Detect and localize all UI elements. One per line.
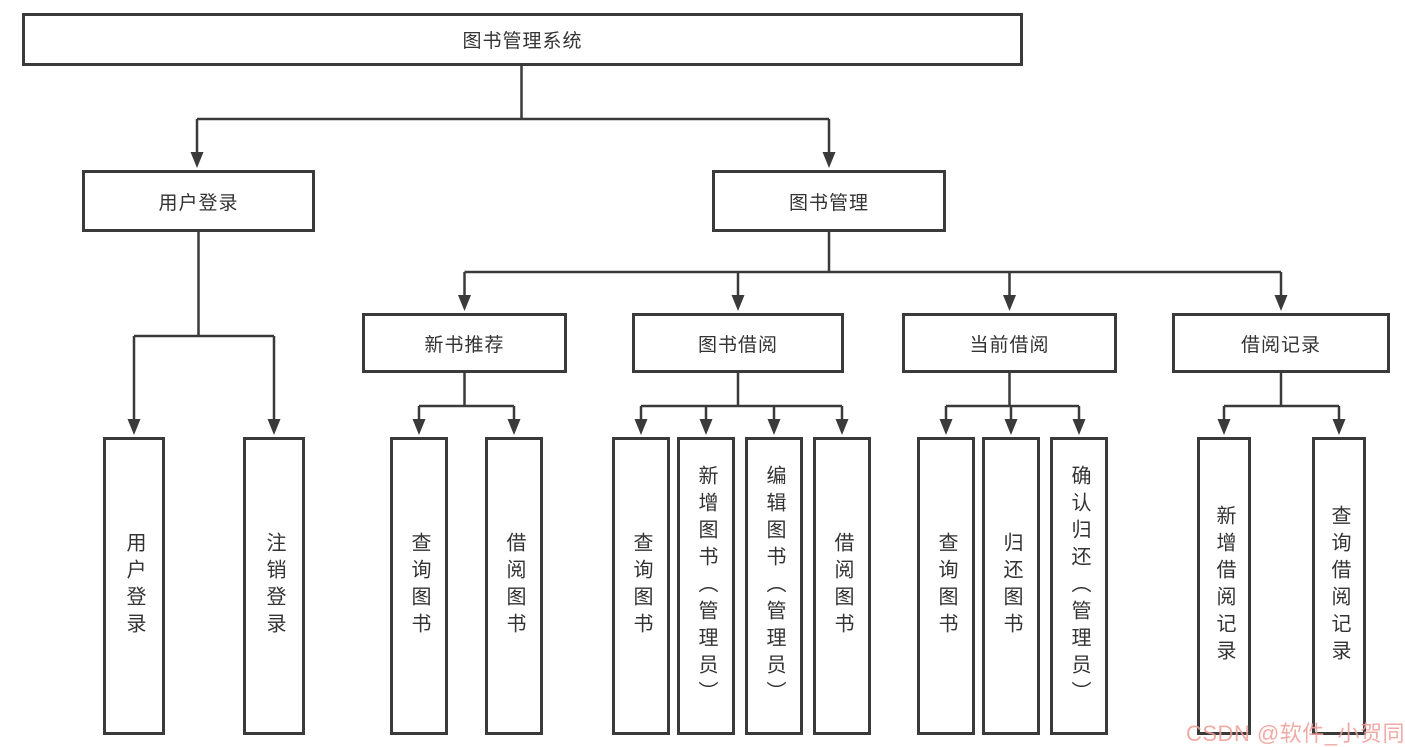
node-label: 新书推荐: [424, 334, 505, 356]
node-label: 用户登录: [158, 192, 239, 214]
leaf-borrow-book: 借阅图书: [813, 437, 871, 735]
node-borrow-records: 借阅记录: [1172, 313, 1390, 373]
node-label: 图书借阅: [697, 334, 778, 356]
arrowheads: [127, 152, 1346, 435]
node-library-management-system: 图书管理系统: [22, 13, 1023, 66]
node-current-borrow: 当前借阅: [902, 313, 1117, 373]
csdn-watermark: CSDN @软件_小贺同学: [1186, 721, 1405, 746]
node-user-login: 用户登录: [82, 170, 315, 232]
leaf-user-login: 用户登录: [103, 437, 165, 735]
leaf-add-borrow-record: 新增借阅记录: [1197, 437, 1251, 735]
leaf-add-book-admin: 新增图书（管理员）: [677, 437, 735, 735]
leaf-query-book-recommend: 查询图书: [390, 437, 448, 735]
node-label: 新增图书（管理员）: [695, 464, 717, 708]
leaf-query-borrow-record: 查询借阅记录: [1312, 437, 1366, 735]
node-label: 确认归还（管理员）: [1068, 464, 1090, 708]
leaf-edit-book-admin: 编辑图书（管理员）: [745, 437, 803, 735]
leaf-query-book-borrow: 查询图书: [612, 437, 670, 735]
node-book-borrow: 图书借阅: [632, 313, 844, 373]
node-label: 查询图书: [630, 532, 652, 640]
node-label: 归还图书: [1000, 532, 1022, 640]
node-label: 借阅记录: [1240, 334, 1321, 356]
leaf-borrow-book-recommend: 借阅图书: [485, 437, 543, 735]
node-label: 查询借阅记录: [1328, 505, 1350, 667]
node-label: 图书管理: [788, 192, 869, 214]
leaf-query-book-current: 查询图书: [917, 437, 975, 735]
leaf-return-book: 归还图书: [982, 437, 1040, 735]
node-label: 查询图书: [408, 532, 430, 640]
node-label: 编辑图书（管理员）: [763, 464, 785, 708]
leaf-logout: 注销登录: [243, 437, 305, 735]
node-label: 当前借阅: [969, 334, 1050, 356]
node-label: 注销登录: [263, 532, 285, 640]
node-label: 图书管理系统: [462, 31, 583, 52]
node-label: 借阅图书: [831, 532, 853, 640]
leaf-confirm-return-admin: 确认归还（管理员）: [1050, 437, 1108, 735]
node-label: 用户登录: [123, 532, 145, 640]
node-new-book-recommend: 新书推荐: [362, 313, 567, 373]
node-book-management: 图书管理: [712, 170, 946, 232]
node-label: 借阅图书: [503, 532, 525, 640]
node-label: 查询图书: [935, 532, 957, 640]
node-label: 新增借阅记录: [1213, 505, 1235, 667]
